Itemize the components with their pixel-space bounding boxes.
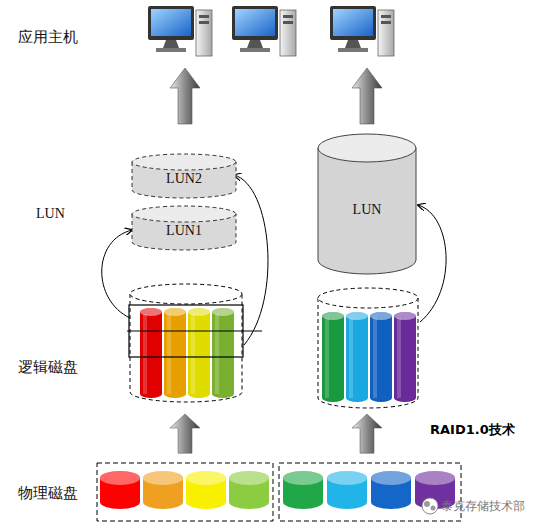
- physical-disk: [100, 471, 140, 509]
- up-arrow: [352, 414, 382, 453]
- host-computer: [232, 6, 296, 56]
- up-arrow: [170, 68, 200, 124]
- lun-name: LUN1: [132, 223, 236, 239]
- disk-block: [164, 308, 186, 398]
- logical-disk: [318, 288, 418, 408]
- lun-cylinder: LUN: [318, 134, 416, 274]
- layer-label: 逻辑磁盘: [18, 358, 78, 377]
- layer-label: 应用主机: [18, 28, 78, 47]
- physical-disk: [283, 471, 323, 509]
- disk-block: [212, 308, 234, 398]
- lun-cylinder: LUN2: [132, 154, 236, 198]
- layer-label: 物理磁盘: [18, 484, 78, 503]
- up-arrow: [352, 68, 382, 124]
- lun-name: LUN2: [132, 171, 236, 187]
- disk-group-frame: [97, 463, 273, 521]
- disk-block: [322, 312, 344, 402]
- watermark-icon: [422, 498, 438, 514]
- layer-label: LUN: [36, 206, 65, 222]
- physical-disk: [143, 471, 183, 509]
- physical-disk: [327, 471, 367, 509]
- lun-cylinder: LUN1: [132, 206, 236, 250]
- physical-disk: [371, 471, 411, 509]
- lun-divider: [127, 330, 262, 331]
- logical-disk: [130, 284, 242, 402]
- up-arrow: [170, 414, 200, 453]
- host-computer: [148, 6, 212, 56]
- disk-block: [188, 308, 210, 398]
- disk-block: [140, 308, 162, 398]
- watermark: 泰克存储技术部: [441, 498, 525, 515]
- disk-block: [346, 312, 368, 402]
- mapping-arrow: [234, 175, 268, 345]
- disk-block: [370, 312, 392, 402]
- technique-label: RAID1.0技术: [430, 421, 515, 439]
- disk-block: [394, 312, 416, 402]
- physical-disk: [186, 471, 226, 509]
- disk-group-frame: [279, 463, 461, 521]
- lun-name: LUN: [318, 202, 416, 218]
- mapping-arrow: [418, 205, 446, 322]
- mapping-arrow: [102, 230, 132, 318]
- physical-disk: [229, 471, 269, 509]
- host-computer: [330, 6, 394, 56]
